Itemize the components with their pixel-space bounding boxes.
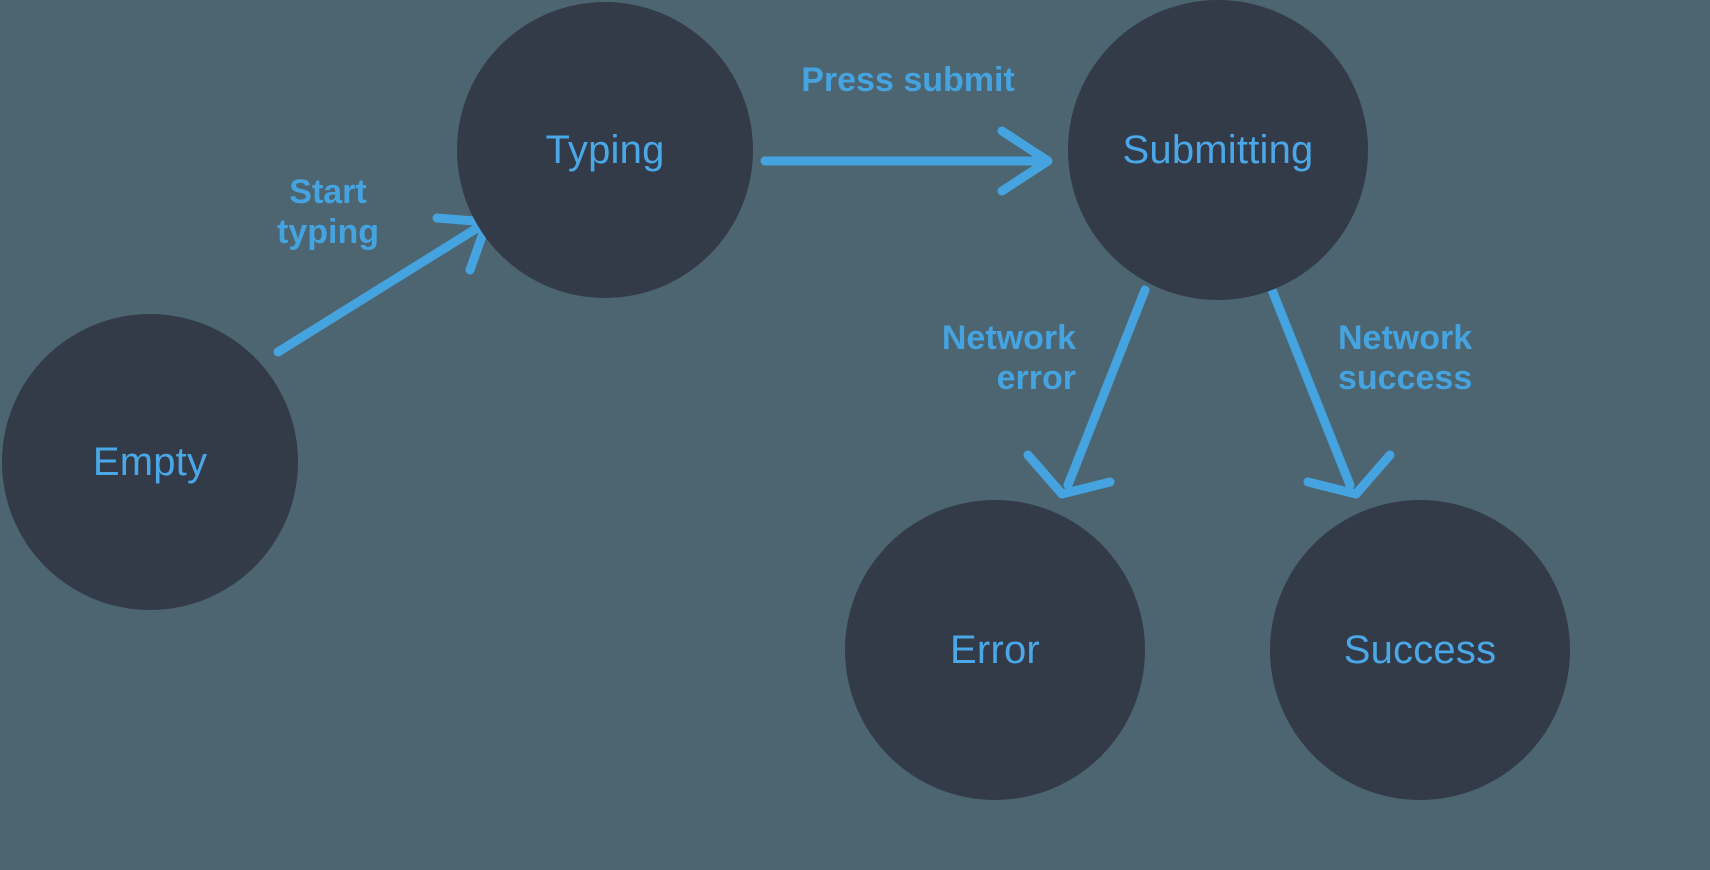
edge-label-network-error: Network error <box>941 319 1076 398</box>
state-node-success[interactable]: Success <box>1270 500 1570 800</box>
state-node-submitting[interactable]: Submitting <box>1068 0 1368 300</box>
state-node-error[interactable]: Error <box>845 500 1145 800</box>
state-node-typing-label: Typing <box>545 128 665 172</box>
state-node-typing[interactable]: Typing <box>457 2 753 298</box>
edge-network-success-arrowhead <box>1303 450 1395 499</box>
edge-label-network-success: Network success <box>1338 319 1473 398</box>
state-node-submitting-label: Submitting <box>1122 128 1314 172</box>
state-node-empty[interactable]: Empty <box>2 314 298 610</box>
edge-label-press-submit: Press submit <box>801 61 1015 99</box>
edge-network-error-line <box>1063 285 1150 490</box>
state-node-empty-label: Empty <box>92 440 208 484</box>
state-node-error-label: Error <box>950 628 1040 672</box>
state-node-success-label: Success <box>1343 628 1497 672</box>
edge-label-start-typing: Start typing <box>277 173 379 252</box>
edge-press-submit-arrowhead <box>997 126 1053 196</box>
edge-press-submit <box>760 126 1053 196</box>
edge-network-error-arrowhead <box>1023 450 1115 499</box>
